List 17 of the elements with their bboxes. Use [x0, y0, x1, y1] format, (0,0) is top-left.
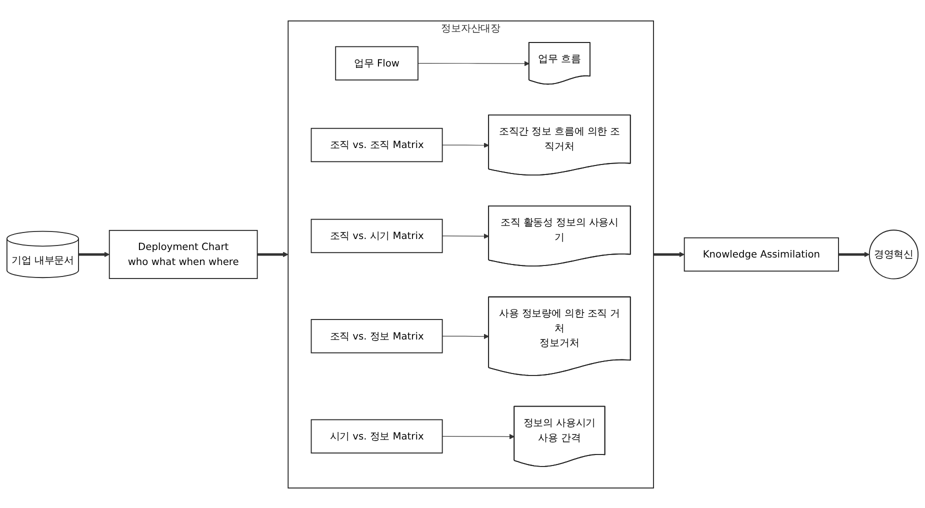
node-box: Knowledge Assimilation [684, 236, 839, 272]
arrow [78, 251, 110, 257]
node-box: 업무 Flow [335, 46, 418, 80]
arrow [442, 233, 490, 238]
node-box: Deployment Chart who what when where [108, 229, 258, 279]
arrow [442, 333, 490, 339]
node-circle: 경영혁신 [868, 229, 919, 279]
node-box: 시기 vs. 정보 Matrix [310, 418, 443, 453]
arrow [442, 433, 515, 439]
node-box: 조직 vs. 정보 Matrix [310, 318, 443, 353]
arrow [654, 251, 685, 257]
node-box: 조직 vs. 시기 Matrix [310, 218, 443, 253]
arrow [442, 142, 490, 148]
arrow [838, 251, 870, 257]
arrow [418, 60, 530, 66]
arrow [257, 251, 288, 257]
node-box: 조직 vs. 조직 Matrix [310, 127, 443, 162]
